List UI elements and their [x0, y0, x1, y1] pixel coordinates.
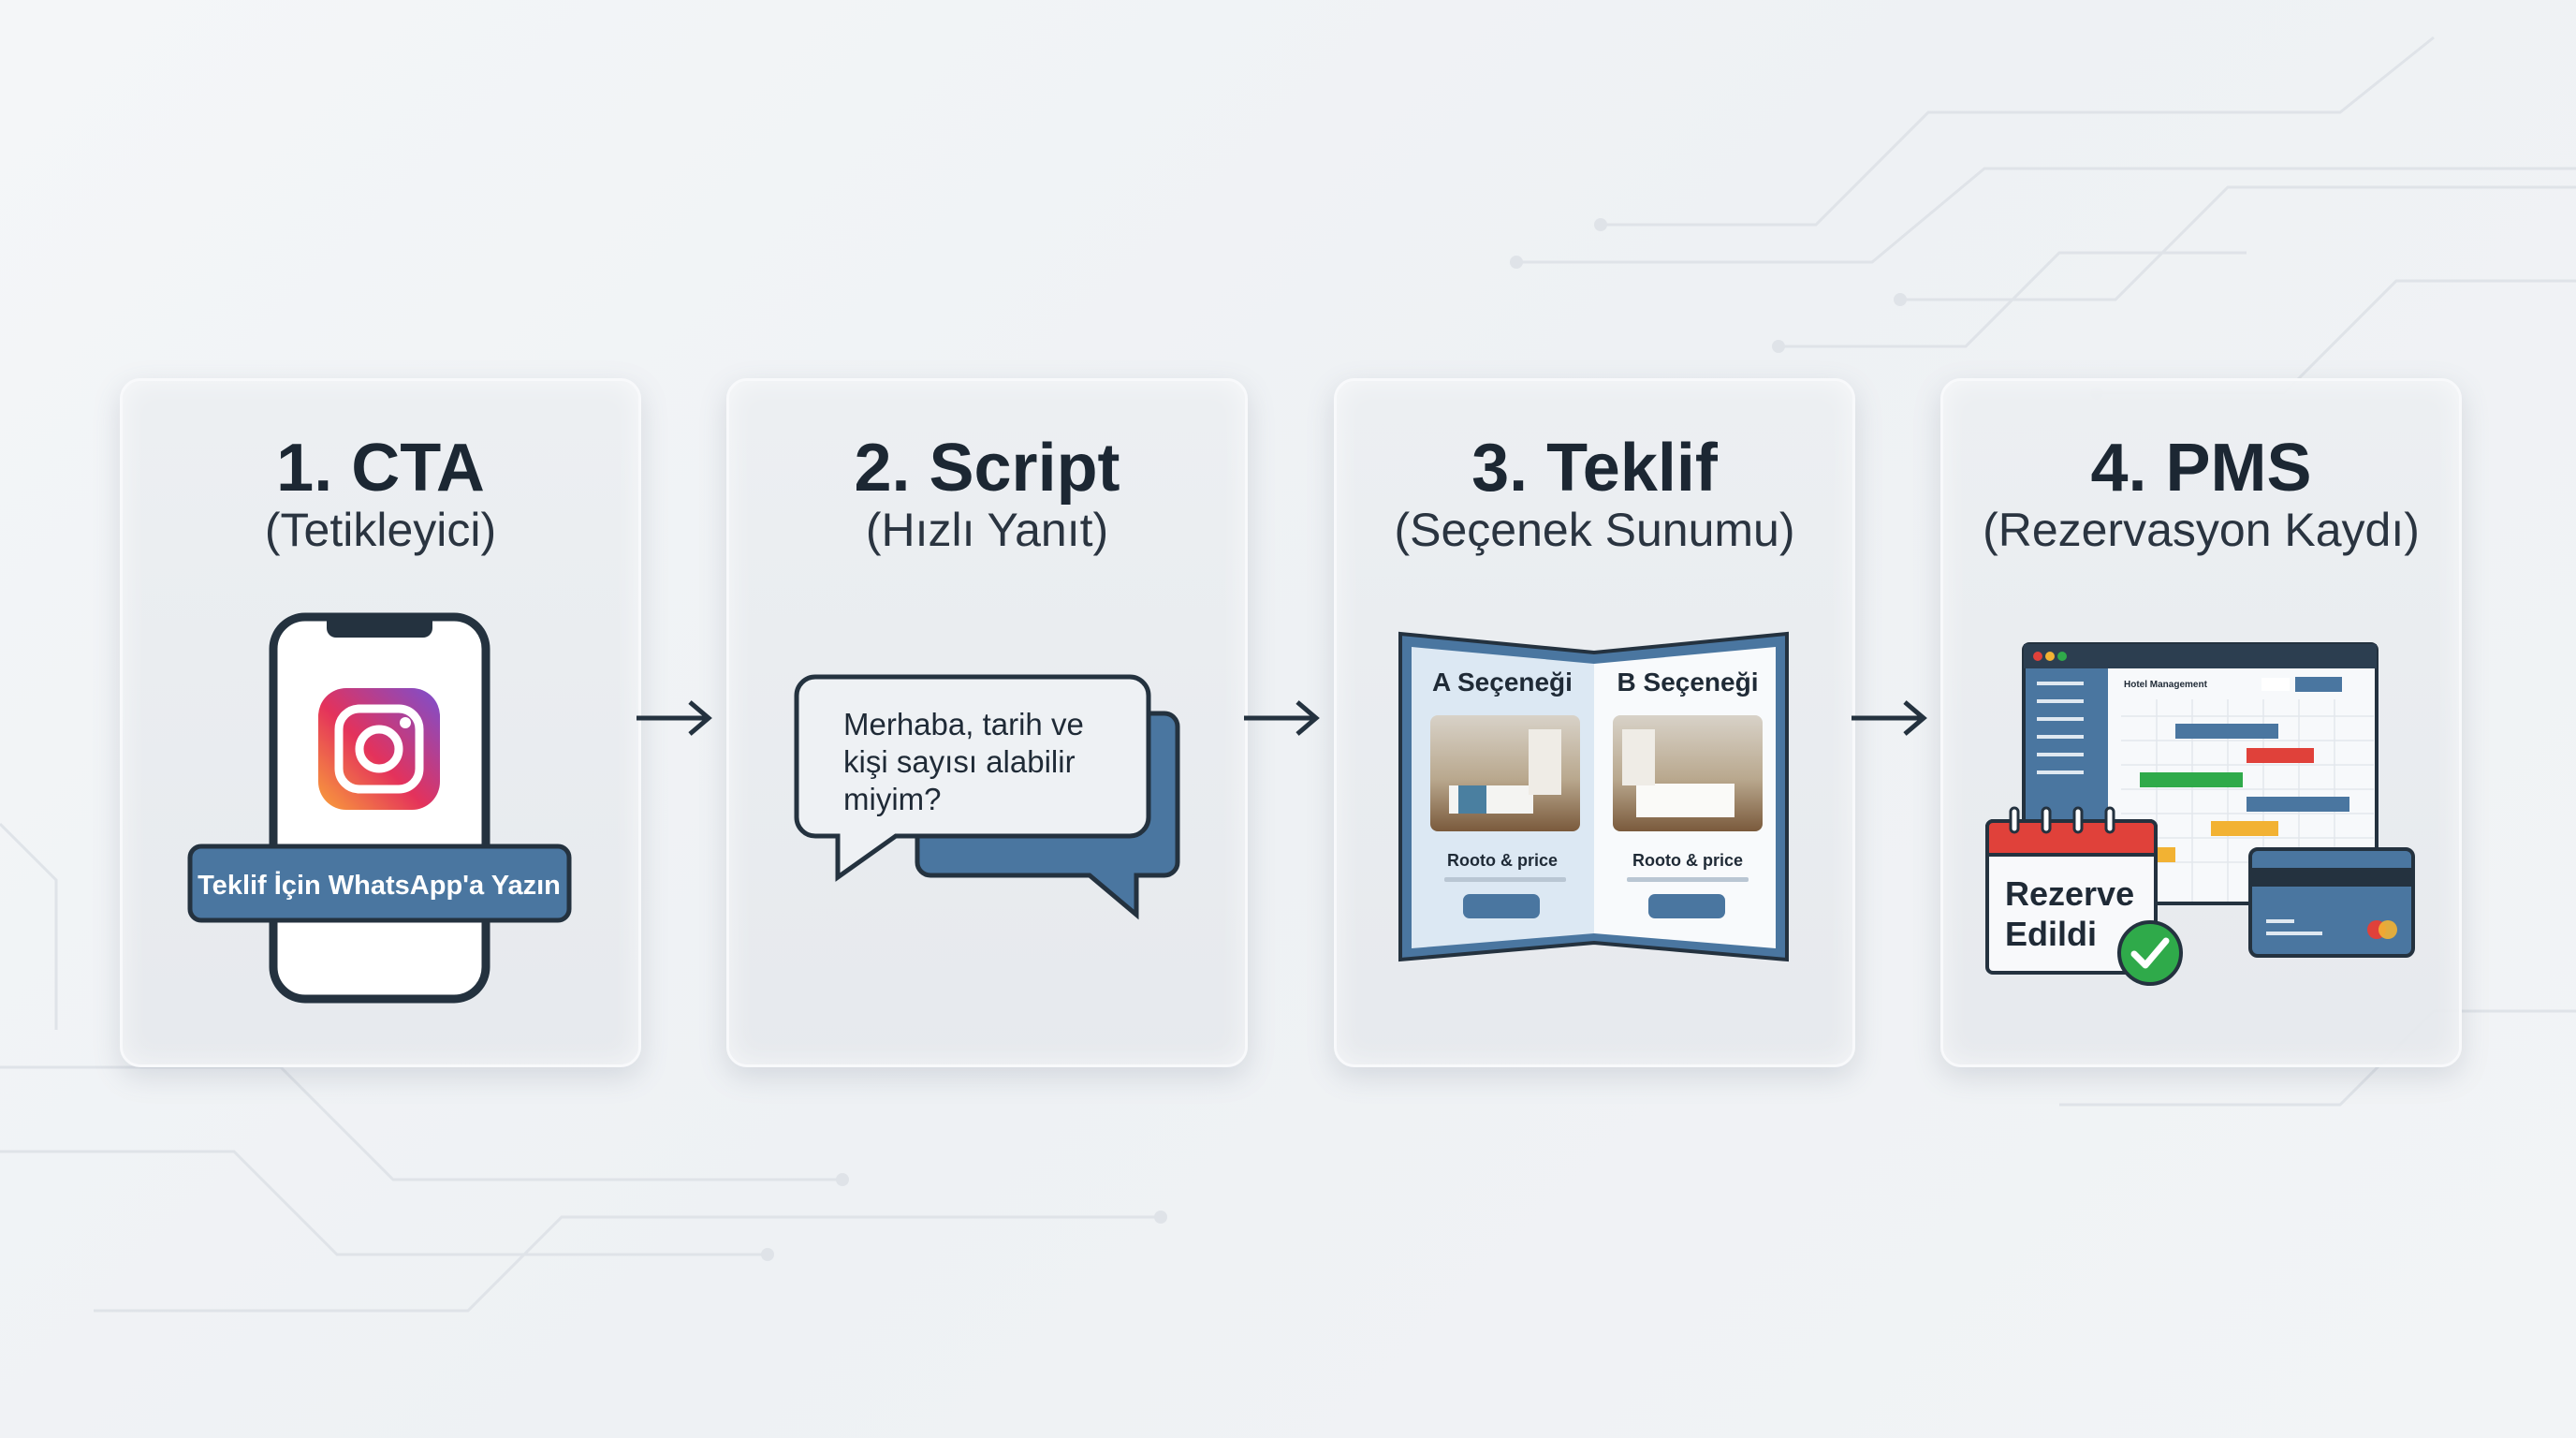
step-title: 4. PMS	[2090, 431, 2312, 506]
step-card-pms: 4. PMS (Rezervasyon Kaydı) Hotel Managem…	[1940, 378, 2462, 1067]
step-card-script: 2. Script (Hızlı Yanıt) Merhaba, tarih v…	[726, 378, 1248, 1067]
option-b[interactable]: B Seçeneği Rooto & price	[1613, 668, 1763, 918]
arrow-right-icon	[1244, 700, 1320, 736]
step-subtitle: (Seçenek Sunumu)	[1394, 504, 1795, 556]
step-subtitle: (Hızlı Yanıt)	[865, 504, 1109, 556]
message-bubble	[794, 674, 1151, 882]
chat-bubbles-illustration: Merhaba, tarih ve kişi sayısı alabilir m…	[794, 674, 1180, 920]
option-a[interactable]: A Seçeneği Rooto & price	[1430, 668, 1580, 918]
arrow-right-icon	[1852, 700, 1927, 736]
arrow-right-icon	[637, 700, 712, 736]
message-line: kişi sayısı alabilir	[843, 744, 1076, 779]
message-line: miyim?	[843, 782, 942, 816]
step-title: 1. CTA	[276, 431, 485, 506]
step-subtitle: (Tetikleyici)	[264, 504, 497, 556]
step-card-offer: 3. Teklif (Seçenek Sunumu) A Seçeneği Ro…	[1334, 378, 1855, 1067]
step-card-cta: 1. CTA (Tetikleyici) Teklif İçin WhatsAp…	[120, 378, 641, 1067]
hotel-room-image	[1613, 715, 1763, 831]
calendar-text: Edildi	[2005, 915, 2097, 953]
select-option-button[interactable]	[1648, 894, 1725, 918]
option-label: A Seçeneği	[1432, 668, 1573, 697]
app-title: Hotel Management	[2124, 680, 2208, 690]
option-label: B Seçeneği	[1617, 668, 1759, 697]
check-circle-icon	[2117, 920, 2183, 986]
step-subtitle: (Rezervasyon Kaydı)	[1983, 504, 2420, 556]
phone-illustration: Teklif İçin WhatsApp'a Yazın	[187, 612, 572, 1004]
credit-card-icon	[2248, 847, 2415, 958]
option-caption: Rooto & price	[1447, 851, 1558, 870]
brochure-illustration: A Seçeneği Rooto & price B Seçeneği Root…	[1398, 631, 1789, 962]
calendar-booked-icon: Rezerve Edildi	[1985, 806, 2158, 975]
hotel-room-image	[1430, 715, 1580, 831]
option-caption: Rooto & price	[1632, 851, 1743, 870]
instagram-icon	[318, 688, 440, 810]
whatsapp-cta-button[interactable]: Teklif İçin WhatsApp'a Yazın	[187, 844, 572, 923]
cta-banner-text: Teklif İçin WhatsApp'a Yazın	[198, 871, 561, 901]
select-option-button[interactable]	[1463, 894, 1540, 918]
step-title: 2. Script	[854, 431, 1120, 506]
step-title: 3. Teklif	[1471, 431, 1718, 506]
calendar-text: Rezerve	[2005, 874, 2134, 913]
svg-text:Merhaba, tarih ve kişi s: Merhaba, tarih ve kişi sayısı alabilir m…	[843, 707, 1092, 816]
message-line: Merhaba, tarih ve	[843, 707, 1084, 741]
pms-illustration: Hotel Management	[1985, 642, 2415, 986]
svg-text:Rezerve Edildi: Rezerve Edildi	[2005, 874, 2144, 953]
